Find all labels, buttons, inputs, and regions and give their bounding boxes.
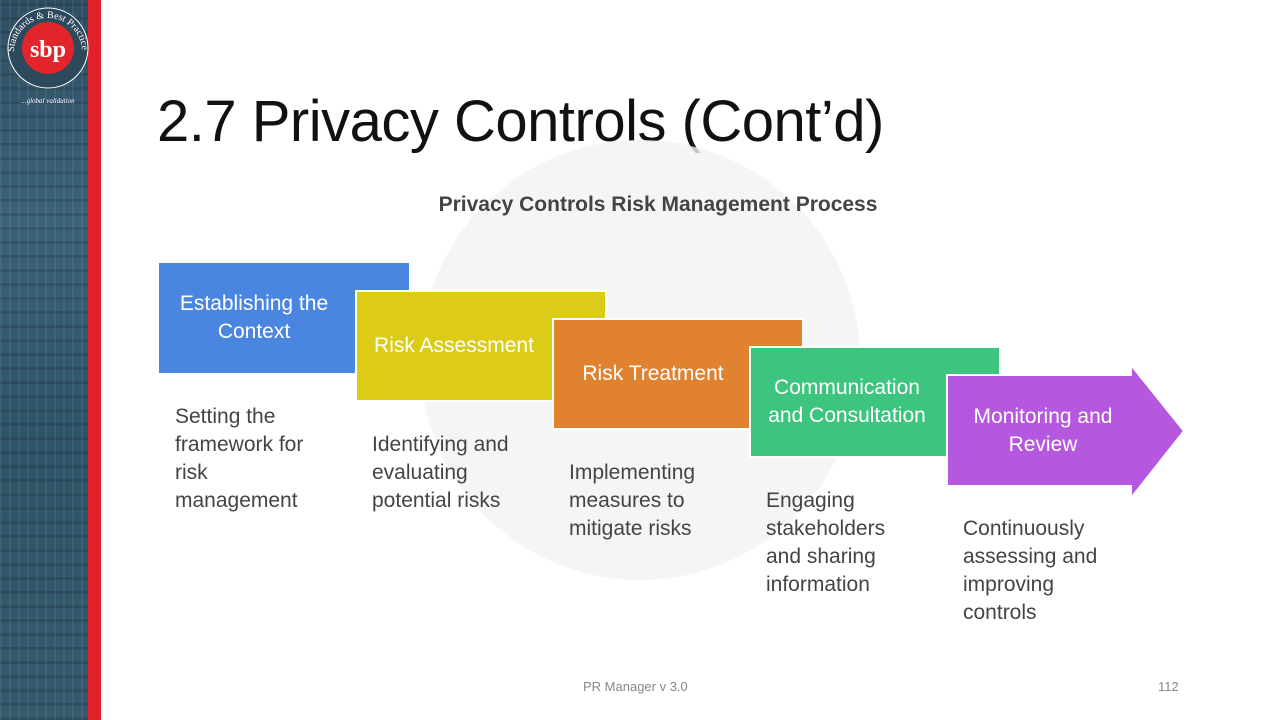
step-label-communication: Communication and Consultation (768, 376, 926, 427)
step-label-establishing-context: Establishing the Context (179, 292, 329, 343)
diagram-title: Privacy Controls Risk Management Process (438, 193, 878, 216)
svg-text:...global validation: ...global validation (21, 97, 75, 105)
sbp-logo: sbp Standards & Best Practice ...global … (6, 7, 90, 105)
step-desc-4: Engaging stakeholders and sharing inform… (766, 489, 886, 596)
step-arrow-5 (946, 362, 1186, 501)
svg-text:sbp: sbp (30, 37, 66, 63)
left-red-bar (88, 0, 101, 720)
step-desc-2: Identifying and evaluating potential ris… (372, 433, 509, 512)
step-label-risk-assessment: Risk Assessment (374, 334, 534, 357)
step-desc-5: Continuously assessing and improving con… (963, 517, 1098, 624)
footer-text: PR Manager v 3.0 (583, 679, 688, 694)
left-decorative-strip (0, 0, 88, 720)
page-number: 112 (1158, 679, 1179, 694)
step-label-risk-treatment: Risk Treatment (582, 362, 724, 385)
step-desc-1: Setting the framework for risk managemen… (175, 405, 304, 512)
slide-title: 2.7 Privacy Controls (Cont’d) (157, 89, 884, 154)
step-label-monitoring: Monitoring and Review (973, 404, 1113, 456)
step-desc-3: Implementing measures to mitigate risks (569, 461, 696, 540)
